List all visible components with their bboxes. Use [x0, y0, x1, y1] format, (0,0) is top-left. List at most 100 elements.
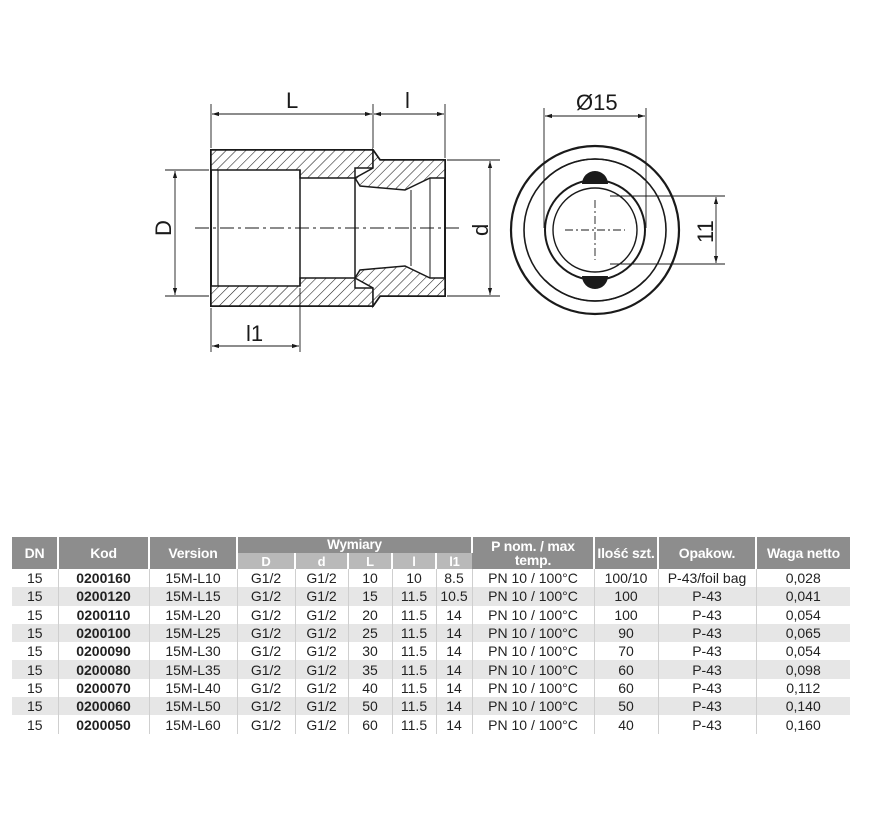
cell-dn: 15 — [12, 715, 59, 734]
cell-L: 60 — [348, 715, 393, 734]
cell-kod: 0200070 — [58, 678, 150, 698]
cell-pnom: PN 10 / 100°C — [472, 587, 595, 606]
cell-opakow: P-43 — [658, 605, 757, 624]
cell-d: G1/2 — [295, 642, 349, 661]
cell-version: 15M-L10 — [149, 569, 238, 588]
cell-l: 11.5 — [392, 678, 437, 698]
cell-pnom: PN 10 / 100°C — [472, 642, 595, 661]
cell-l: 11.5 — [392, 715, 437, 734]
cell-version: 15M-L25 — [149, 623, 238, 643]
cell-l1: 10.5 — [436, 587, 473, 606]
cell-waga: 0,140 — [756, 697, 850, 716]
bottom-wall-hatch-right — [353, 265, 446, 309]
cell-d: G1/2 — [295, 569, 349, 588]
label-11: 11 — [693, 220, 718, 243]
top-wall-hatch-right — [353, 147, 446, 191]
cell-opakow: P-43 — [658, 678, 757, 698]
cell-L: 20 — [348, 605, 393, 624]
cell-ilosc: 50 — [594, 697, 659, 716]
cell-waga: 0,112 — [786, 679, 821, 696]
cell-ilosc: 90 — [594, 623, 659, 643]
section-view — [165, 104, 500, 352]
cell-dn: 15 — [12, 678, 59, 698]
cell-pnom: PN 10 / 100°C — [472, 678, 595, 698]
label-L: L — [286, 88, 298, 113]
header-sub-D: D — [237, 553, 296, 569]
cell-D: G1/2 — [237, 605, 296, 624]
cell-waga: 0,028 — [785, 570, 821, 587]
cell-L: 30 — [348, 642, 393, 661]
cell-l: 11.5 — [392, 660, 437, 679]
technical-drawing: L l D d l1 Ø15 11 — [151, 88, 725, 352]
cell-opakow: P-43 — [658, 715, 757, 734]
header-kod: Kod — [58, 537, 150, 569]
header-sub-L: L — [348, 553, 393, 569]
cell-waga: 0,098 — [756, 660, 850, 679]
cell-L: 15 — [348, 587, 393, 606]
cell-kod: 0200060 — [58, 697, 150, 716]
thread-arc-2 — [544, 279, 646, 302]
header-waga: Waga netto — [756, 537, 850, 569]
cell-pnom: PN 10 / 100°C — [472, 623, 595, 643]
cell-dn: 15 — [12, 623, 59, 643]
cell-d: G1/2 — [295, 605, 349, 624]
header-pnom: P nom. / max temp. — [472, 537, 595, 569]
cell-D: G1/2 — [237, 587, 296, 606]
cell-ilosc: 60 — [594, 678, 659, 698]
cell-ilosc: 100/10 — [594, 569, 659, 588]
specification-table: DN Kod Version Wymiary P nom. / max temp… — [12, 537, 850, 734]
cell-opakow: P-43/foil bag — [658, 569, 757, 588]
cell-l1: 14 — [436, 660, 473, 679]
cell-opakow: P-43 — [658, 642, 757, 661]
outer-ring — [509, 144, 681, 316]
cell-L: 10 — [348, 569, 393, 588]
cell-kod: 0200100 — [58, 623, 150, 643]
bottom-wall-hatch — [210, 277, 374, 307]
cell-opakow: P-43 — [658, 587, 757, 606]
cell-l1: 14 — [436, 605, 473, 624]
cell-dn: 15 — [12, 605, 59, 624]
cell-ilosc: 100 — [594, 605, 659, 624]
cell-kod: 0200090 — [58, 642, 150, 661]
thread-arc — [544, 158, 646, 181]
cell-pnom: PN 10 / 100°C — [472, 605, 595, 624]
cell-L: 35 — [348, 660, 393, 679]
cell-ilosc: 40 — [594, 715, 659, 734]
cell-dn: 15 — [12, 697, 59, 716]
cell-waga: 0,054 — [785, 643, 821, 660]
cell-l: 11.5 — [392, 697, 437, 716]
cell-dn: 15 — [12, 660, 59, 679]
cell-l1: 14 — [436, 697, 473, 716]
label-d: d — [468, 224, 493, 236]
cell-version: 15M-L50 — [149, 697, 238, 716]
cell-l: 11.5 — [392, 642, 437, 661]
cell-l1: 8.5 — [436, 569, 473, 588]
cell-l1: 14 — [436, 678, 473, 698]
cell-l: 11.5 — [392, 587, 437, 606]
cell-pnom: PN 10 / 100°C — [472, 697, 595, 716]
cell-waga: 0,054 — [785, 606, 821, 623]
cell-dn: 15 — [12, 587, 59, 606]
cell-version: 15M-L30 — [149, 642, 238, 661]
cell-D: G1/2 — [237, 715, 296, 734]
cell-version: 15M-L20 — [149, 605, 238, 624]
cell-L: 25 — [348, 623, 393, 643]
top-wall-hatch — [210, 149, 374, 179]
cell-D: G1/2 — [237, 642, 296, 661]
cell-l1: 14 — [436, 642, 473, 661]
notch-bottom — [582, 276, 608, 289]
cell-l: 10 — [392, 569, 437, 588]
cell-d: G1/2 — [295, 623, 349, 643]
cell-opakow: P-43 — [658, 697, 757, 716]
cell-l1: 14 — [436, 715, 473, 734]
cell-d: G1/2 — [295, 678, 349, 698]
cell-ilosc: 70 — [594, 642, 659, 661]
